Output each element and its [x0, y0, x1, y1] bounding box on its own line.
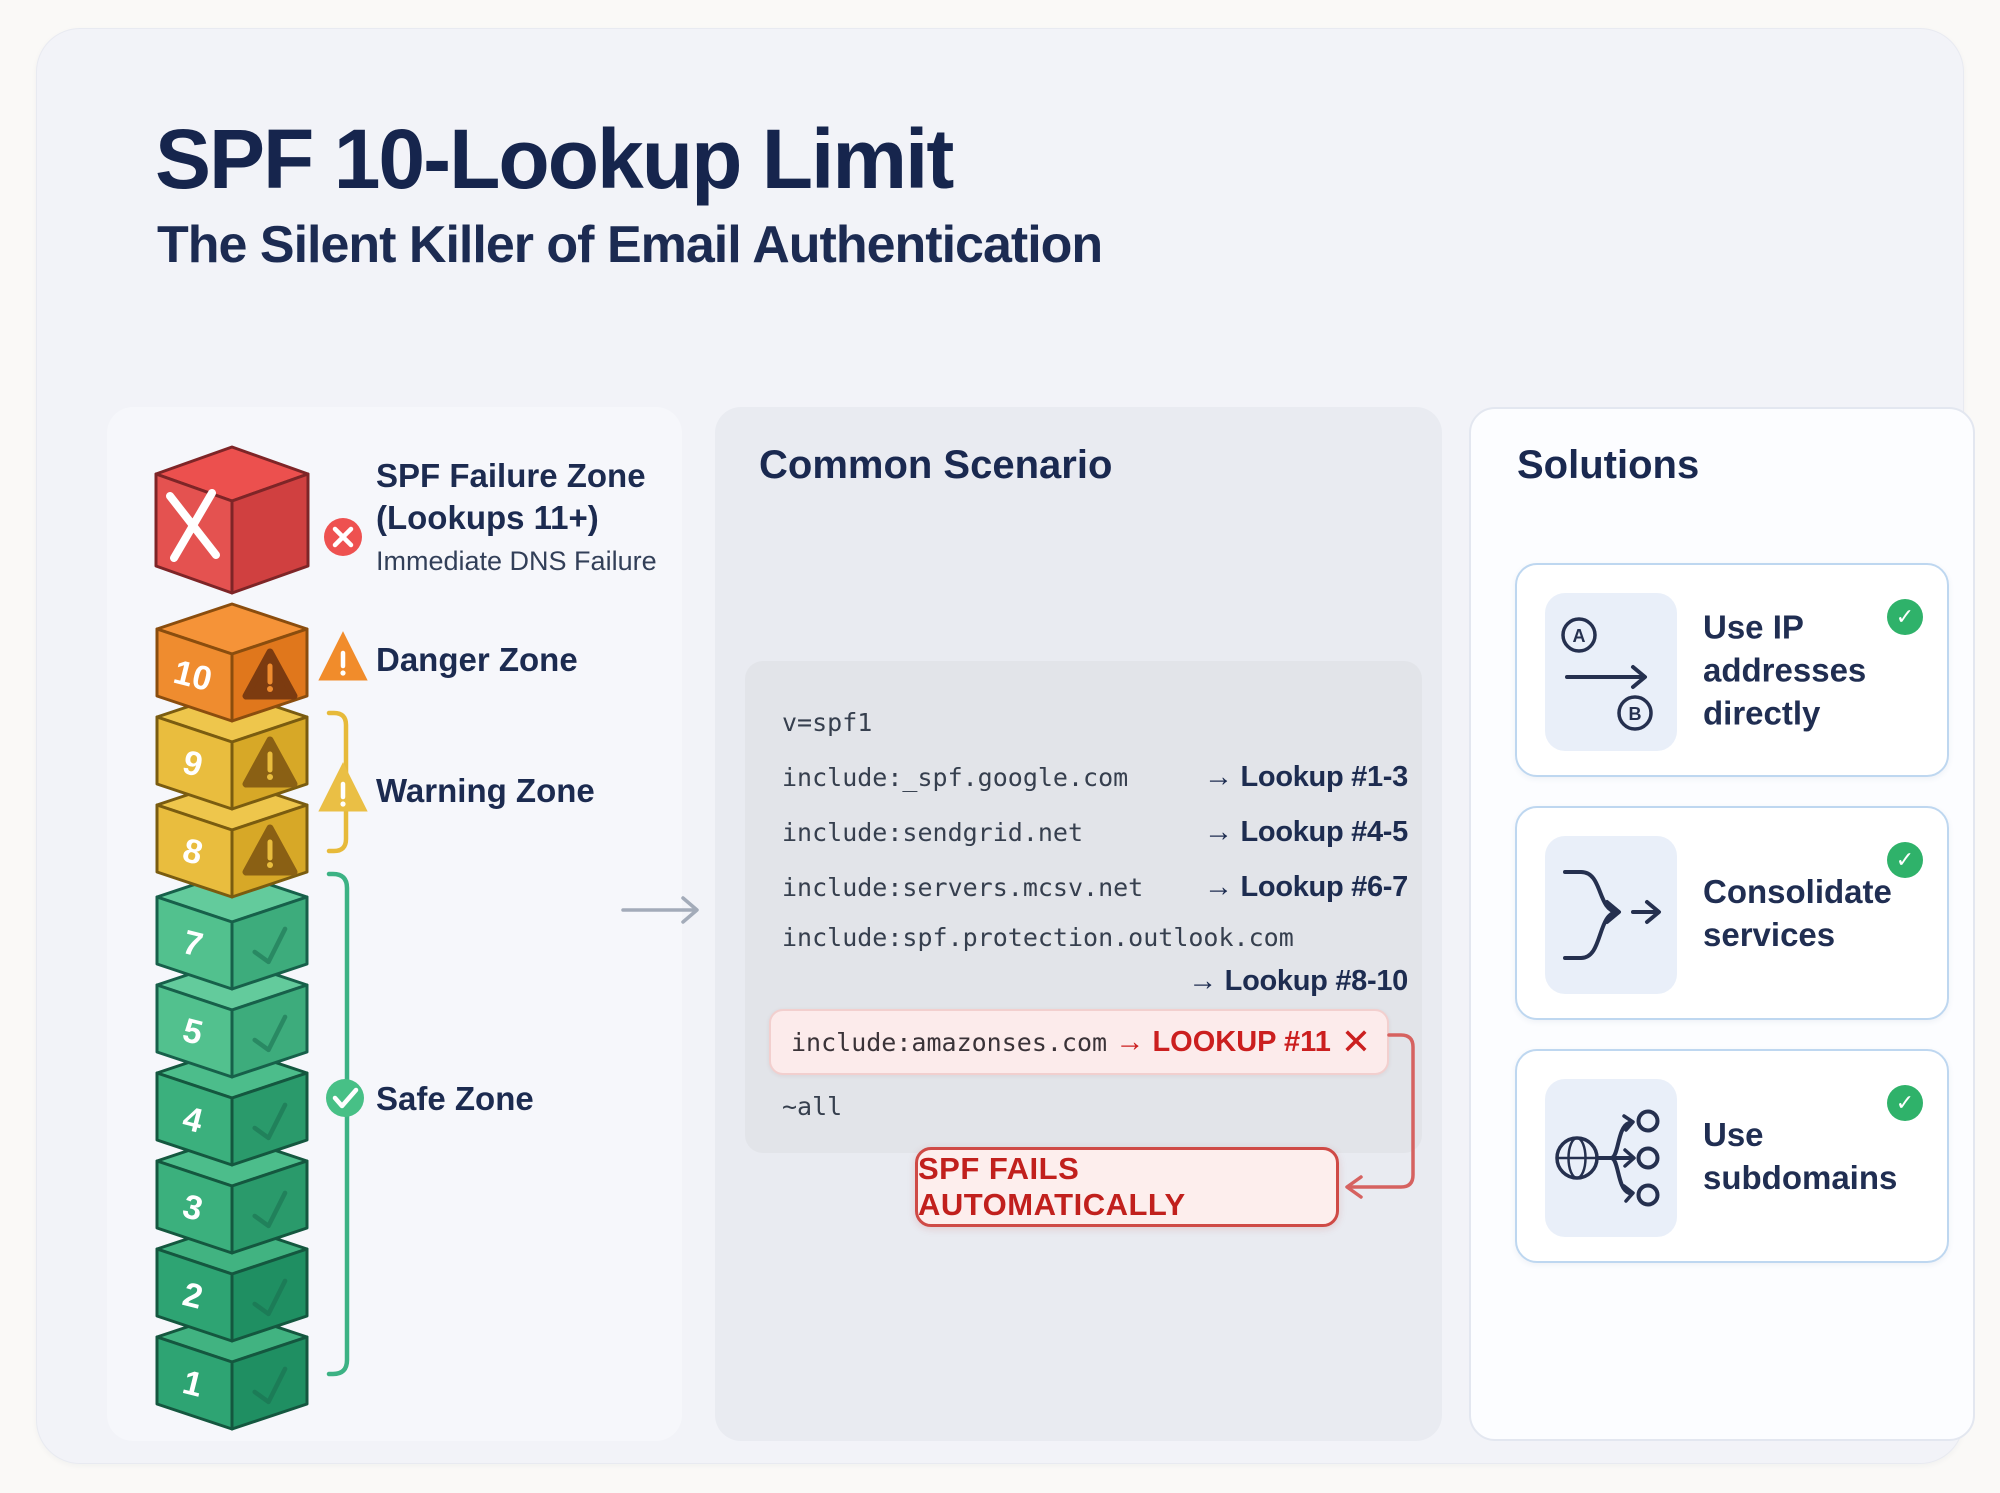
infographic-card: SPF 10-Lookup Limit The Silent Killer of… — [36, 28, 1975, 1464]
cube-8: 8 — [155, 778, 309, 899]
x-mark-icon: ✕ — [1340, 1021, 1371, 1062]
failure-zone-label: SPF Failure Zone (Lookups 11+) Immediate… — [376, 455, 657, 577]
check-circle-icon: ✓ — [1887, 1085, 1923, 1121]
check-icon — [252, 1102, 288, 1141]
page-title: SPF 10-Lookup Limit — [155, 112, 954, 206]
spf-record-row: include:servers.mcsv.net → Lookup #6-7 — [782, 860, 1408, 915]
warning-triangle-icon — [242, 648, 298, 700]
solution-card-consolidate: Consolidate services ✓ — [1515, 806, 1949, 1020]
safe-zone-label: Safe Zone — [376, 1080, 534, 1117]
check-circle-icon: ✓ — [1887, 599, 1923, 635]
cube-number: 10 — [170, 653, 216, 699]
check-icon — [252, 1278, 288, 1317]
include-code: include:servers.mcsv.net — [782, 873, 1144, 902]
cube-5: 5 — [155, 958, 309, 1079]
page-subtitle: The Silent Killer of Email Authenticatio… — [157, 216, 1103, 274]
solution-label: Use IP addresses directly — [1703, 608, 1867, 732]
spf-record-row: v=spf1 — [782, 695, 1408, 750]
scenario-title: Common Scenario — [759, 443, 1113, 487]
danger-zone-label: Danger Zone — [376, 641, 578, 678]
warning-triangle-icon — [318, 631, 368, 681]
solutions-title: Solutions — [1517, 443, 1700, 487]
check-circle-icon: ✓ — [1887, 842, 1923, 878]
warning-zone-label: Warning Zone — [376, 772, 595, 809]
spf-record-row: include:_spf.google.com → Lookup #1-3 — [782, 750, 1408, 805]
solution-card-use-ip: A B Use IP addresses directly ✓ — [1515, 563, 1949, 777]
globe-branches-icon — [1545, 1079, 1677, 1237]
check-icon — [252, 1366, 288, 1405]
include-code: include:_spf.google.com — [782, 763, 1129, 792]
spf-record-row: include:spf.protection.outlook.com — [782, 915, 1408, 959]
spf-version-code: v=spf1 — [782, 708, 873, 737]
lookup-count-label: → Lookup #8-10 — [1188, 964, 1408, 997]
x-mark-icon — [166, 489, 220, 562]
cube-2: 2 — [155, 1222, 309, 1343]
check-icon — [252, 1190, 288, 1229]
check-icon — [252, 1014, 288, 1053]
cube-10: 10 — [155, 602, 309, 723]
check-icon — [252, 926, 288, 965]
a-to-b-arrow-icon: A B — [1545, 593, 1677, 751]
include-code: include:amazonses.com — [791, 1027, 1108, 1057]
safe-zone-bracket — [326, 871, 350, 1377]
all-mechanism-code: ~all — [782, 1091, 843, 1121]
check-circle-icon — [326, 1079, 364, 1117]
warning-triangle-icon — [242, 736, 298, 788]
spf-fails-badge: SPF FAILS AUTOMATICALLY — [915, 1147, 1339, 1227]
lookup-count-label: → Lookup #4-5 — [1204, 816, 1408, 848]
solution-label: Use subdomains — [1703, 1116, 1898, 1196]
node-a-label: A — [1573, 626, 1586, 646]
failure-zone-title-line2: (Lookups 11+) — [376, 499, 599, 536]
warning-triangle-icon — [242, 824, 298, 876]
include-code: include:spf.protection.outlook.com — [782, 922, 1294, 952]
failing-lookup-row: include:amazonses.com → LOOKUP #11 ✕ — [769, 1009, 1389, 1075]
node-b-label: B — [1629, 704, 1642, 724]
lookup-count-label: → Lookup #1-3 — [1204, 761, 1408, 793]
failure-zone-subtitle: Immediate DNS Failure — [376, 546, 657, 576]
merge-arrows-icon — [1545, 836, 1677, 994]
lookup-11-label: → LOOKUP #11 — [1115, 1025, 1331, 1058]
spf-record-row: ~all — [782, 1075, 1408, 1137]
cube-stack-graphic: 1 2 3 — [154, 445, 368, 1431]
spf-record-row-continuation: → Lookup #8-10 — [782, 959, 1408, 1003]
spf-record-block: v=spf1 include:_spf.google.com → Lookup … — [745, 661, 1422, 1153]
spf-record-row: include:sendgrid.net → Lookup #4-5 — [782, 805, 1408, 860]
include-code: include:sendgrid.net — [782, 818, 1084, 847]
solution-label: Consolidate services — [1703, 873, 1892, 953]
solution-card-subdomains: Use subdomains ✓ — [1515, 1049, 1949, 1263]
cube-failure — [154, 445, 310, 595]
x-circle-icon — [324, 518, 362, 556]
lookup-count-label: → Lookup #6-7 — [1204, 871, 1408, 903]
failure-zone-title-line1: SPF Failure Zone — [376, 457, 646, 494]
warning-triangle-icon — [318, 762, 368, 812]
